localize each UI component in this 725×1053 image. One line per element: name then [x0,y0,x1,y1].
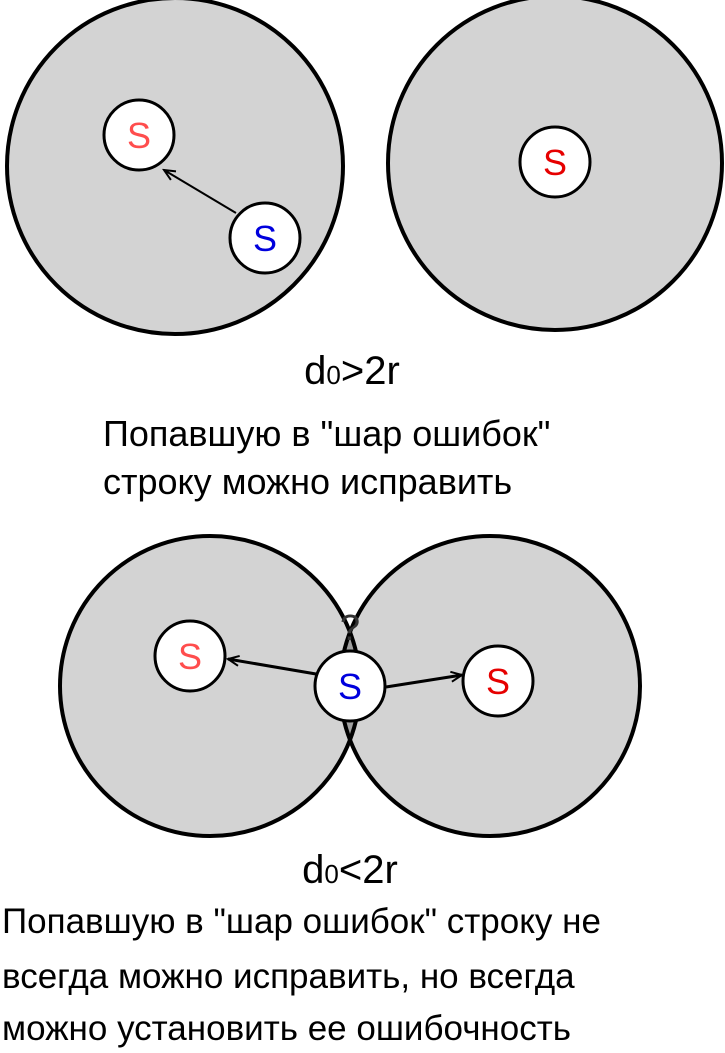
top-scenario: S S S d0>2r Попавшую в "шар ошибок" стро… [5,0,724,502]
caption-top-line-2: строку можно исправить [103,461,512,502]
codeword-node-right-bottom [461,644,535,718]
caption-bottom-line-3: можно установить ее ошибочность [2,1009,571,1048]
condition-greater: d0>2r [304,349,400,393]
codeword-label-left: S [127,115,151,156]
codeword-node-left-bottom [153,619,227,693]
caption-bottom-line-1: Попавшую в "шар ошибок" строку не [2,902,601,941]
codeword-label-left-bottom: S [178,636,202,677]
codeword-node-left [102,98,176,172]
received-label-bottom: S [338,666,362,707]
caption-bottom-line-2: всегда можно исправить, но всегда [2,957,575,996]
codeword-label-right-bottom: S [486,661,510,702]
ambiguous-arrow-right [385,675,462,689]
caption-top-line-1: Попавшую в "шар ошибок" [103,413,550,454]
codeword-node-right [518,125,592,199]
error-ball-left [5,0,345,336]
bottom-scenario: ? S S S d0<2r Попавшую в "шар ошибок" ст… [2,534,642,1048]
ambiguous-arrow-left [228,659,317,676]
ambiguity-mark: ? [340,607,360,648]
received-label: S [253,218,277,259]
codeword-label-right: S [543,142,567,183]
received-node [228,201,302,275]
received-node-bottom [313,649,387,723]
condition-less: d0<2r [302,848,398,892]
correction-arrow [164,170,237,214]
